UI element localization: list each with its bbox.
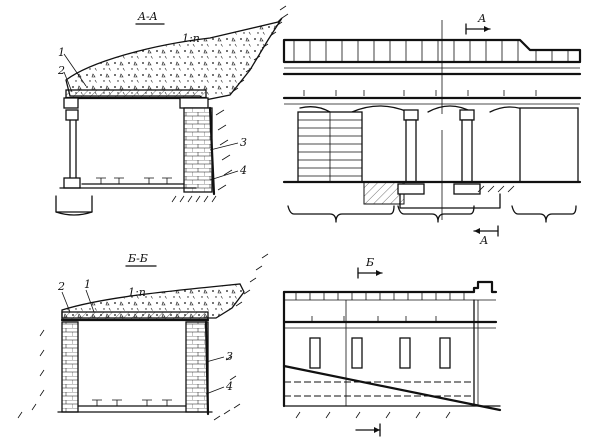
section-arrow-icon-b-bottom <box>355 423 381 437</box>
label-4-bb: 4 <box>225 380 233 393</box>
section-bb-title: Б-Б <box>127 252 148 265</box>
column-aa <box>63 109 81 189</box>
embankment-fill-bb <box>61 283 245 319</box>
embankment-fill-aa <box>65 17 283 101</box>
columns-elevation <box>403 109 475 183</box>
brick-wall-left-bb <box>61 321 79 413</box>
section-aa-title: A-A <box>137 10 158 23</box>
label-3-bb: 3 <box>226 350 233 363</box>
brick-wall-right-bb <box>185 321 209 413</box>
ground-hatch-slope-aa <box>215 5 289 191</box>
top-rafters <box>293 40 569 62</box>
label-2-aa: 2 <box>57 64 65 77</box>
cut-b-top-label: Б <box>365 256 374 269</box>
right-wall-elevation <box>519 107 579 183</box>
section-arrow-icon-a-top: А <box>465 12 491 35</box>
label-1-aa: 1 <box>58 46 65 59</box>
roof-slab-aa <box>65 89 207 99</box>
roof-slab-bb <box>61 311 209 321</box>
openings-bottom <box>309 337 451 369</box>
fasteners-top <box>303 90 537 96</box>
rail-markers-aa <box>96 177 172 184</box>
section-b-b: Б-Б 1:п 2 1 3 4 <box>17 252 269 421</box>
section-a-a: A-A 1:п <box>55 5 289 216</box>
slope-label-aa: 1:п <box>182 32 200 45</box>
elevation-bottom: Б <box>282 256 502 437</box>
section-arrow-icon-a-bottom: А <box>473 225 499 247</box>
section-arrow-icon-b-top: Б <box>357 256 383 279</box>
label-2-bb: 2 <box>57 280 65 293</box>
cut-a-bottom-label: А <box>479 234 488 247</box>
slope-label-bb: 1:п <box>128 286 146 299</box>
ground-line-bottom <box>282 364 502 412</box>
elevation-top: А А <box>282 12 582 247</box>
label-4-aa: 4 <box>239 164 247 177</box>
cut-a-top-label: А <box>477 12 486 25</box>
brick-wall-aa <box>183 107 213 193</box>
label-3-aa: 3 <box>240 136 247 149</box>
bottom-rafters <box>295 292 465 300</box>
label-1-bb: 1 <box>84 278 91 291</box>
